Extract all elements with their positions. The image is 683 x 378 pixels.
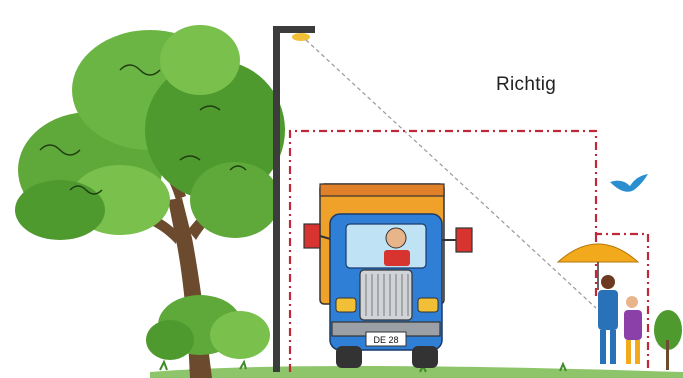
truck-icon: DE 28 bbox=[304, 184, 472, 368]
pedestrian-icon bbox=[558, 244, 642, 364]
umbrella-icon bbox=[558, 244, 638, 262]
shrub-icon bbox=[654, 310, 682, 370]
result-caption: Richtig bbox=[496, 74, 556, 96]
street-lamp-icon bbox=[273, 26, 315, 372]
tree-icon bbox=[15, 25, 285, 378]
bird-icon bbox=[610, 174, 648, 192]
license-plate-text: DE 28 bbox=[373, 335, 398, 345]
